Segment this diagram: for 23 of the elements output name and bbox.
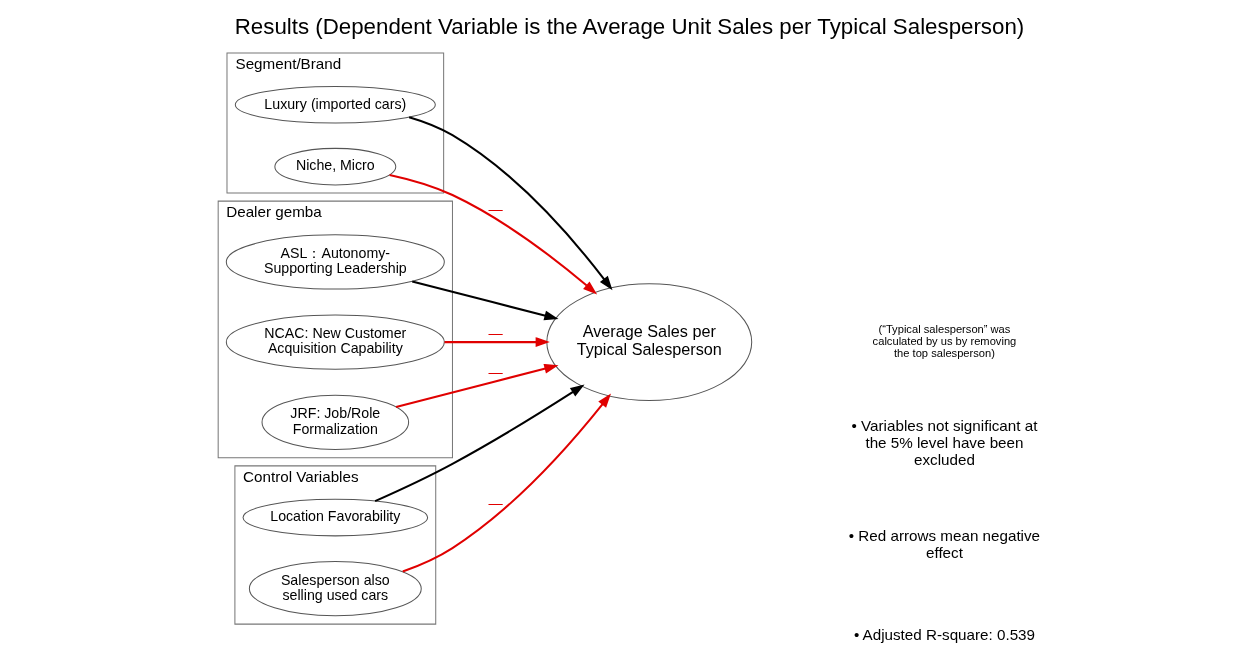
label: (“Typical salesperson” was calculated by us by removing the top salesperson): [872, 322, 1017, 360]
node-ellipse: ASL：Autonomy-Supporting Leadership: [225, 234, 445, 290]
label: • Adjusted R-square: 0.539: [853, 625, 1036, 643]
label: • Variables not significant at the 5% level have been excluded: [851, 416, 1038, 469]
node-ellipse: NCAC: New Customer Acquisition Capability: [225, 314, 445, 370]
edge-label: —: [488, 363, 503, 380]
node-ellipse: Niche, Micro: [274, 147, 397, 186]
arrow: [395, 363, 559, 408]
arrow: [408, 116, 613, 291]
arrow: [389, 173, 598, 295]
arrow: [402, 393, 611, 573]
node-ellipse: Salesperson also selling used cars: [248, 561, 422, 617]
node-ellipse: JRF: Job/Role Formalization: [261, 394, 410, 450]
edge-label: —: [488, 494, 503, 511]
edge-label: —: [488, 200, 503, 217]
edge-label: —: [488, 325, 503, 342]
diagram-title: Results (Dependent Variable is the Average Unit Sales per Typical Salesperson): [234, 14, 1025, 40]
node-ellipse: Location Favorability: [242, 498, 429, 537]
arrow: [444, 337, 550, 348]
label: • Red arrows mean negative effect: [848, 526, 1041, 562]
arrow: [374, 384, 585, 503]
node-ellipse: Luxury (imported cars): [234, 86, 436, 124]
arrow: [412, 280, 559, 321]
